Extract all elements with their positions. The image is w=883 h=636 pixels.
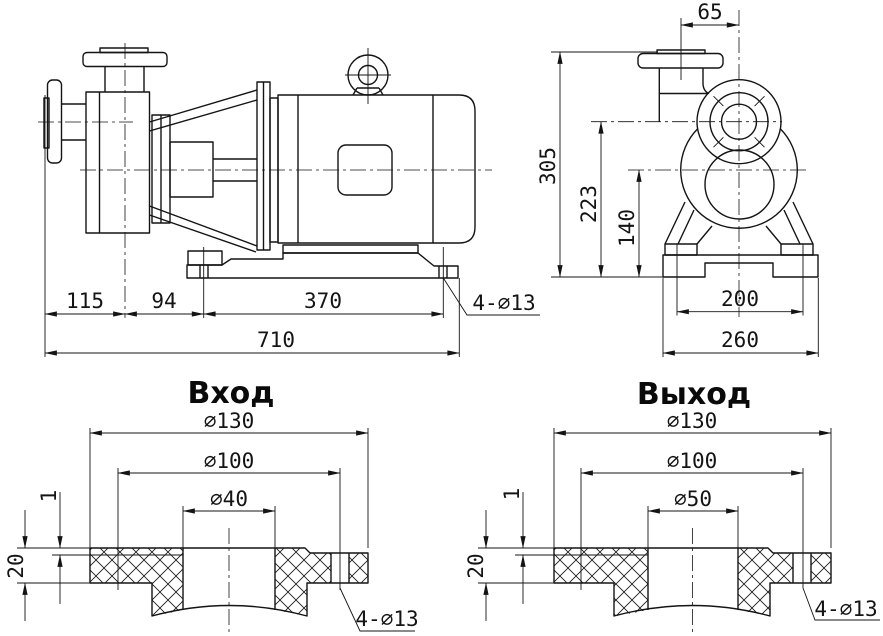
outlet-bore-label: ∅50 <box>674 487 712 511</box>
inlet-title: Вход <box>187 376 274 411</box>
shaft <box>213 158 257 182</box>
bolt-circle-ticks <box>713 95 765 148</box>
inlet-thickness-label: 20 <box>4 553 28 578</box>
inlet-bore-label: ∅40 <box>210 487 248 511</box>
dim-305-label: 305 <box>536 147 560 185</box>
side-inlet-flange <box>43 79 86 164</box>
pump-side-view: 115 94 370 710 4-∅13 <box>38 43 540 357</box>
side-view-dimensions: 115 94 370 710 4-∅13 <box>44 95 540 357</box>
outlet-bolt-note-label: 4-∅13 <box>814 597 877 621</box>
dim-710-label: 710 <box>257 328 295 352</box>
side-bolt-note-label: 4-∅13 <box>472 291 535 315</box>
inlet-bolt-note-label: 4-∅13 <box>355 607 418 631</box>
dim-260-label: 260 <box>721 328 759 352</box>
outlet-flange-outline <box>553 547 832 617</box>
outlet-title: Выход <box>637 377 751 412</box>
inlet-bolt-hole <box>330 553 350 583</box>
outlet-bore-edges <box>647 548 739 610</box>
outlet-bolt-hole <box>792 553 812 583</box>
outlet-lining-label: 1 <box>500 488 524 501</box>
inlet-flange-section: Вход ∅130 ∅100 ∅40 1 20 4-∅13 <box>4 376 419 634</box>
motor-feet <box>282 244 419 254</box>
lifting-eye <box>345 48 391 104</box>
dim-223-label: 223 <box>577 185 601 223</box>
pump-support-foot <box>187 250 223 266</box>
inlet-dimensions: ∅130 ∅100 ∅40 1 20 4-∅13 <box>4 409 419 632</box>
outlet-thickness-label: 20 <box>464 553 488 578</box>
front-view-dimensions: 65 305 223 140 200 260 <box>536 0 819 357</box>
inlet-bolt-circle-label: ∅100 <box>204 449 255 473</box>
dim-370-label: 370 <box>304 289 342 313</box>
dim-140-label: 140 <box>615 209 639 247</box>
inlet-od-label: ∅130 <box>204 409 255 433</box>
outlet-od-label: ∅130 <box>667 409 718 433</box>
dim-94-label: 94 <box>151 289 176 313</box>
bedplate-side <box>186 250 459 279</box>
dim-200-label: 200 <box>721 287 759 311</box>
pump-casing <box>85 91 151 234</box>
front-outlet-flange <box>637 49 724 122</box>
dim-65-label: 65 <box>697 0 722 24</box>
inlet-bore-edges <box>182 548 276 610</box>
dim-115-label: 115 <box>66 289 104 313</box>
motor <box>269 48 476 254</box>
bedplate-front <box>662 254 819 278</box>
outlet-bolt-circle-label: ∅100 <box>667 449 718 473</box>
foundation-bolt-holes <box>199 265 448 278</box>
inlet-flange-outline <box>89 547 369 617</box>
bolt-note-leader <box>442 277 540 316</box>
lantern-bracket <box>149 81 271 253</box>
outlet-dimensions: ∅130 ∅100 ∅50 1 20 4-∅13 <box>464 409 880 621</box>
outlet-bolt-note-leader <box>802 587 880 621</box>
inlet-lining-label: 1 <box>37 490 61 503</box>
outlet-flange-section: Выход ∅130 ∅100 ∅50 1 20 4-∅13 <box>464 377 880 634</box>
inlet-bolt-note-leader <box>339 587 415 632</box>
pump-front-view: 65 305 223 140 200 260 <box>536 0 819 357</box>
